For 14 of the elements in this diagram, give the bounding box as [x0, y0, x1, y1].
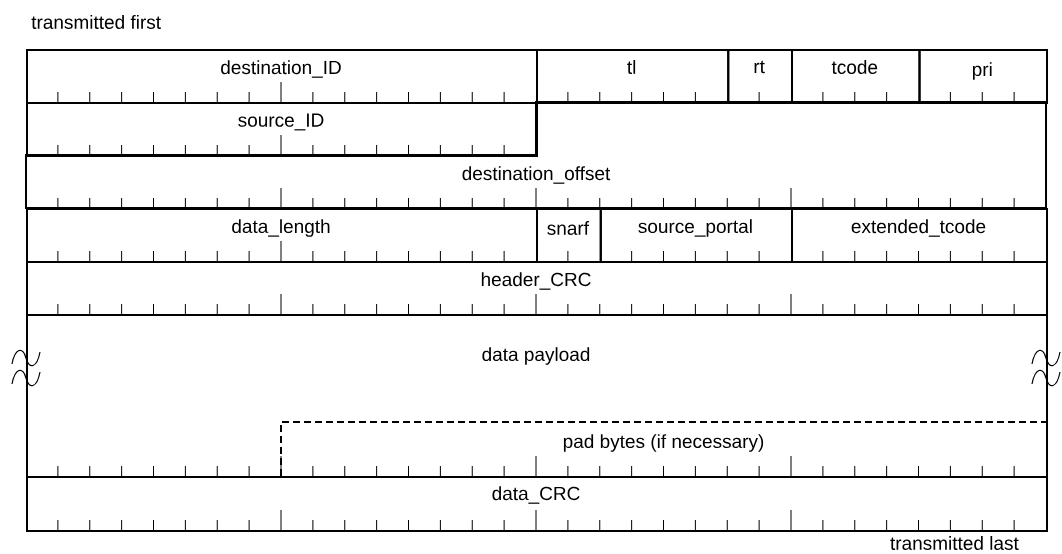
field-box: rt: [727, 49, 793, 104]
note-text: transmitted first: [31, 15, 161, 29]
field-box: snarf: [536, 208, 602, 263]
field-box: destination_ID: [26, 49, 538, 104]
field-box: source_portal: [599, 208, 793, 263]
field-box: tcode: [791, 49, 921, 104]
field-box: source_ID: [26, 102, 538, 157]
field-box: header_CRC: [26, 261, 1048, 316]
field-box: data_CRC: [26, 476, 1048, 532]
field-box: extended_tcode: [791, 208, 1048, 263]
field-box: tl: [536, 49, 730, 104]
field-box: pri: [918, 49, 1048, 104]
dashed-box: pad bytes (if necessary): [280, 421, 1047, 477]
field-box: data_length: [26, 208, 538, 263]
